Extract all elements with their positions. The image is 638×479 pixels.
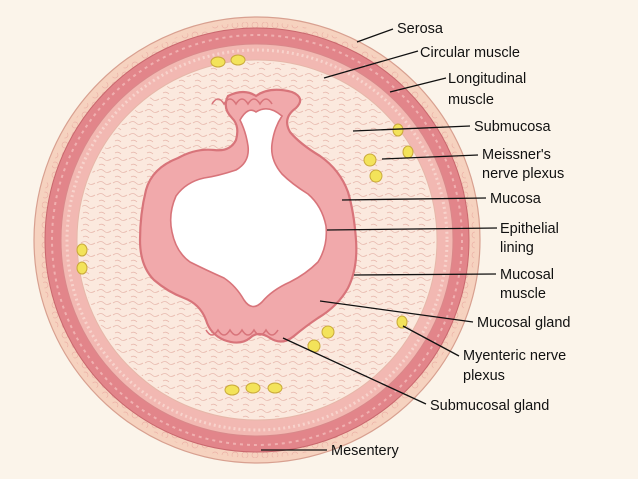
- leader-serosa: [356, 28, 394, 43]
- label-mucosa: Mucosa: [490, 191, 542, 207]
- label-meissner-1: Meissner's: [482, 147, 551, 163]
- epithelial-folds-top: [211, 98, 273, 106]
- label-submucosal-gland: Submucosal gland: [430, 398, 549, 414]
- label-mucosal-muscle-1: Mucosal: [500, 267, 554, 283]
- label-epithelial-1: Epithelial: [500, 221, 559, 237]
- labels: Serosa Circular muscle Longitudinal musc…: [331, 21, 571, 459]
- label-myenteric-1: Myenteric nerve: [463, 348, 566, 364]
- leader-submucosa: [352, 125, 471, 132]
- lumen: [169, 108, 328, 308]
- leader-submucosal-gland: [282, 337, 427, 405]
- label-meissner-2: nerve plexus: [482, 166, 564, 182]
- circular-muscle-texture: [65, 48, 449, 432]
- leader-longitudinal-muscle: [389, 77, 447, 93]
- leader-mucosal-gland: [319, 300, 474, 323]
- label-longitudinal-muscle-1: Longitudinal: [448, 71, 526, 87]
- nerve-plexus-groups: [76, 54, 414, 396]
- leader-mucosa: [341, 197, 487, 201]
- label-myenteric-2: plexus: [463, 368, 505, 384]
- label-circular-muscle: Circular muscle: [420, 45, 520, 61]
- leader-lines: [261, 28, 498, 451]
- label-mucosal-gland: Mucosal gland: [477, 315, 571, 331]
- label-longitudinal-muscle-2: muscle: [448, 92, 494, 108]
- leader-epithelial: [326, 227, 498, 231]
- label-epithelial-2: lining: [500, 240, 534, 256]
- epithelial-folds-bottom: [205, 328, 279, 336]
- leader-circular-muscle: [323, 50, 419, 79]
- label-mesentery: Mesentery: [331, 443, 399, 459]
- leader-meissner: [381, 154, 479, 160]
- label-serosa: Serosa: [397, 21, 444, 37]
- label-submucosa: Submucosa: [474, 119, 552, 135]
- label-mucosal-muscle-2: muscle: [500, 286, 546, 302]
- longitudinal-muscle-texture: [51, 34, 463, 446]
- leader-mucosal-muscle: [353, 273, 497, 276]
- leader-myenteric: [402, 325, 460, 357]
